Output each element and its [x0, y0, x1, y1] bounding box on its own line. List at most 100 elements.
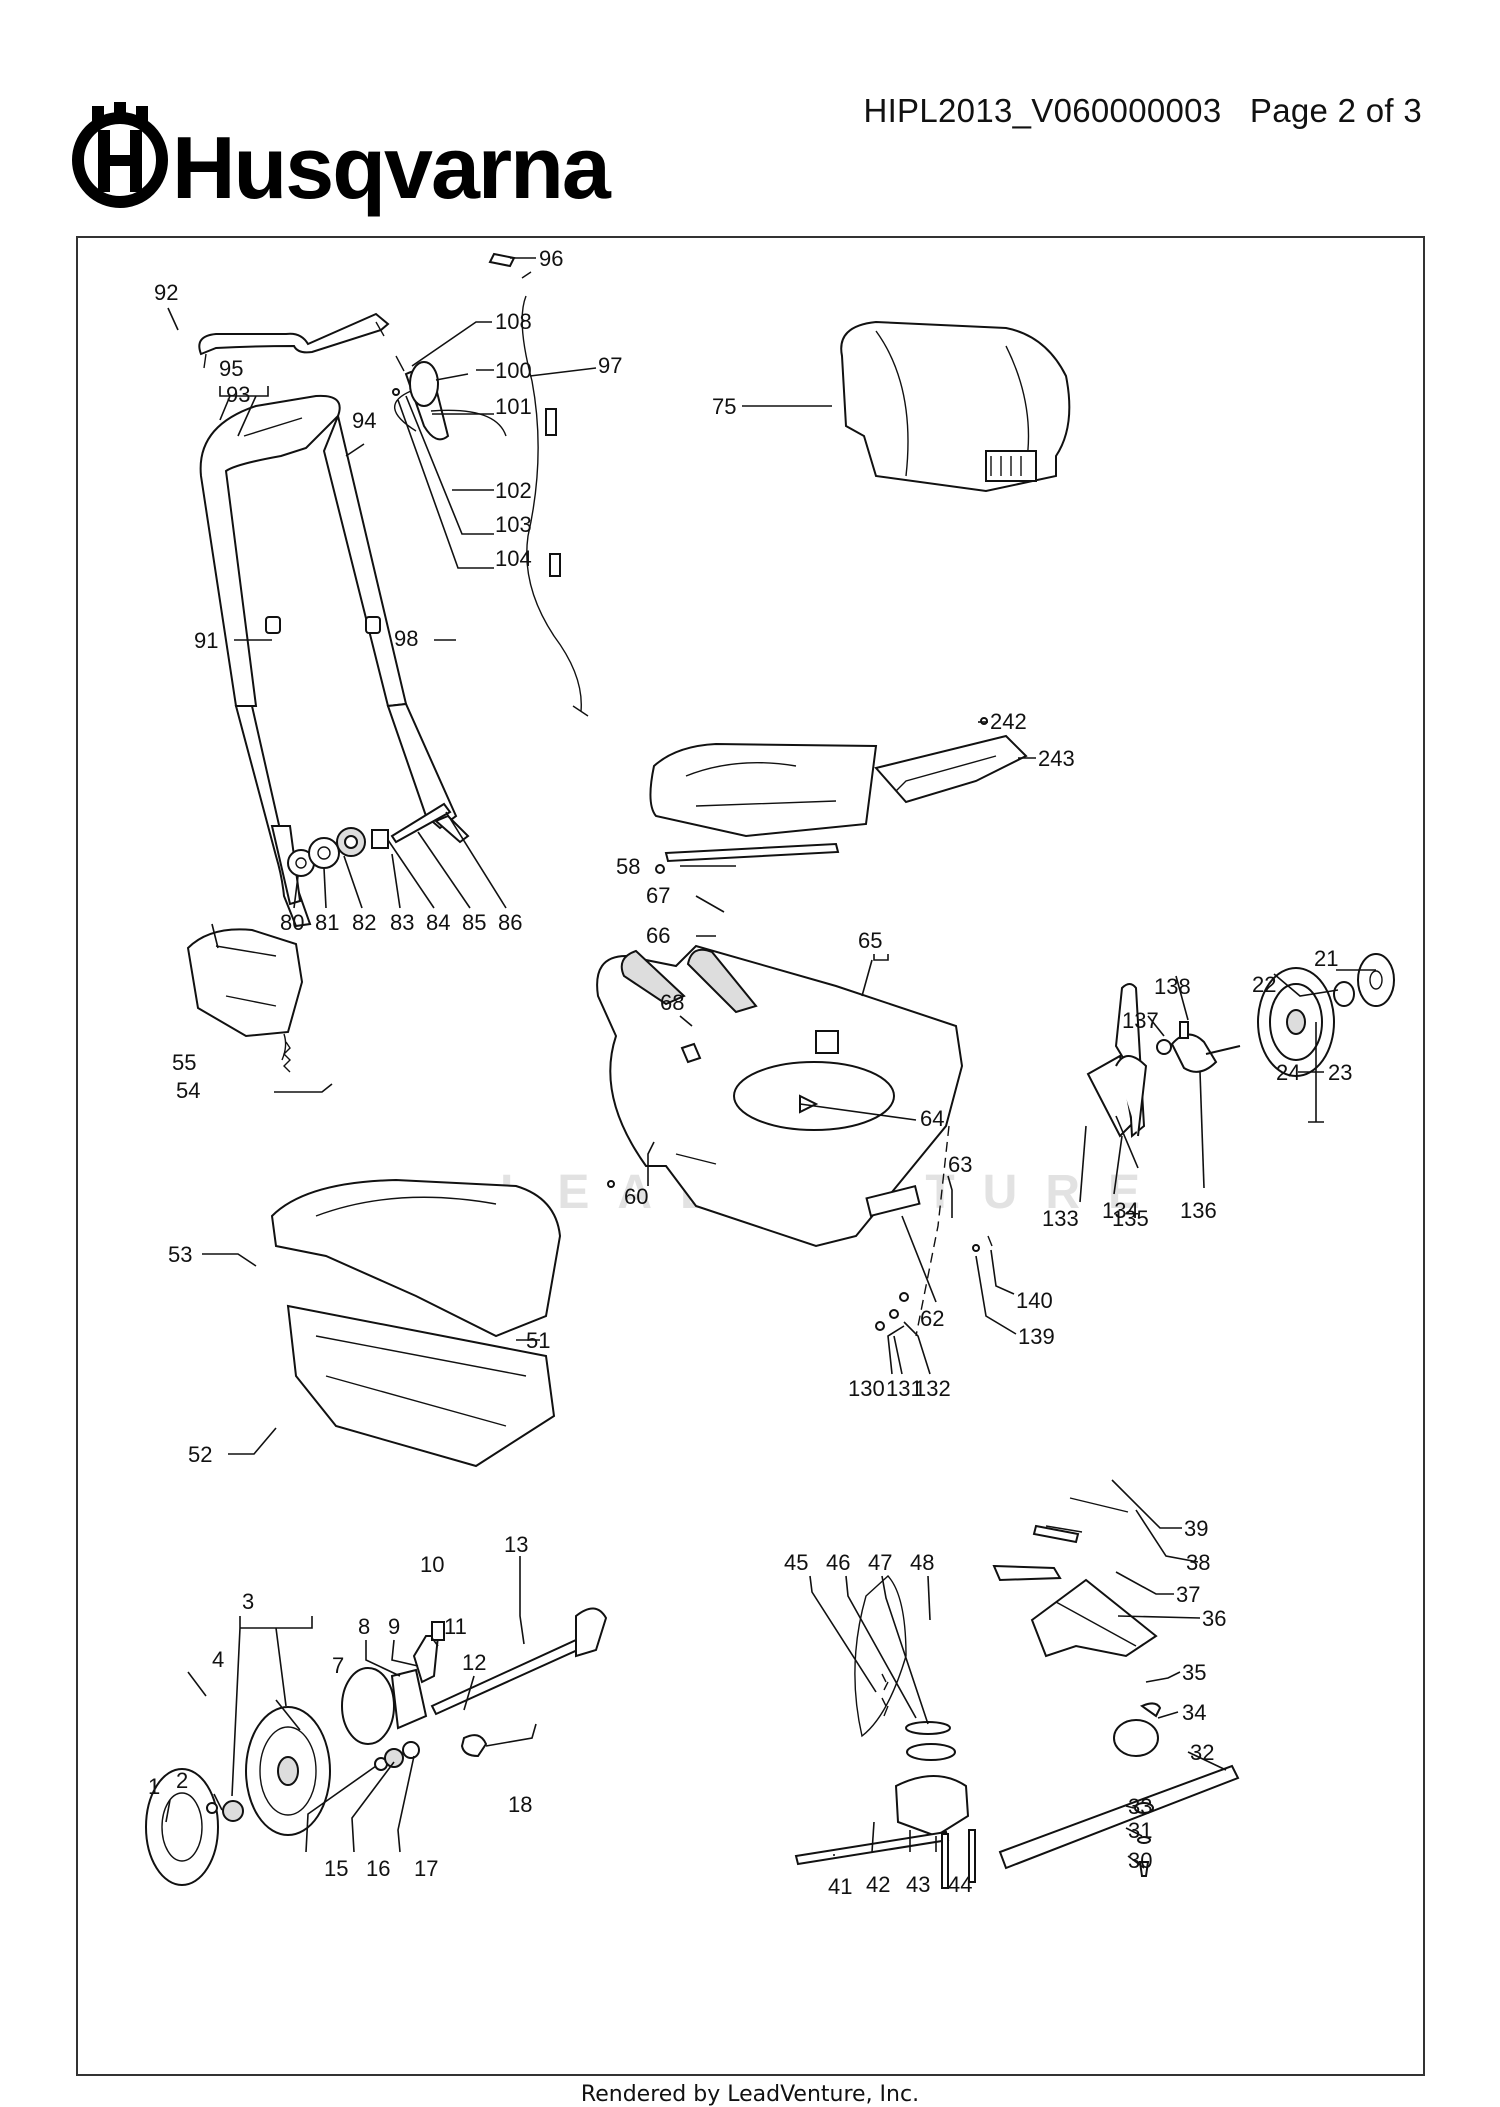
callout: 3 [242, 1589, 254, 1614]
callout: 7 [332, 1653, 344, 1678]
callout: 24 [1276, 1060, 1300, 1085]
callout: 21 [1314, 946, 1338, 971]
rear-wheel-right [1257, 953, 1395, 1077]
rear-flap-and-grass-deflector [649, 717, 1028, 874]
callout: 98 [394, 626, 418, 651]
callout: 83 [390, 910, 414, 935]
callout: 94 [352, 408, 376, 433]
callout: 37 [1176, 1582, 1200, 1607]
callout: 84 [426, 910, 450, 935]
callout: 34 [1182, 1700, 1206, 1725]
callout: 46 [826, 1550, 850, 1575]
callout: 22 [1252, 972, 1276, 997]
callout: 86 [498, 910, 522, 935]
callout: 17 [414, 1856, 438, 1881]
rear-axle-and-wheel-assembly [145, 1607, 608, 1886]
deck-cover-screws [875, 1125, 993, 1337]
callout: 11 [444, 1614, 467, 1639]
callout: 36 [1202, 1606, 1226, 1631]
callout: 2 [176, 1768, 188, 1793]
callout: 131 [886, 1376, 923, 1401]
callout: 75 [712, 394, 736, 419]
callout: 15 [324, 1856, 348, 1881]
handle-assembly [198, 312, 470, 928]
callout: 54 [176, 1078, 200, 1103]
callout: 64 [920, 1106, 944, 1131]
document-id: HIPL2013_V060000003 Page 2 of 3 [863, 92, 1422, 130]
callout: 138 [1154, 974, 1191, 999]
callout: 32 [1190, 1740, 1214, 1765]
callout: 136 [1180, 1198, 1217, 1223]
control-lever-assembly [392, 355, 507, 441]
grass-catcher [270, 1178, 562, 1468]
callout: 242 [990, 709, 1027, 734]
callout: 8 [358, 1614, 370, 1639]
callout: 62 [920, 1306, 944, 1331]
callout: 66 [646, 923, 670, 948]
callout: 23 [1328, 1060, 1352, 1085]
callout: 80 [280, 910, 304, 935]
mulch-plug-and-spring [186, 928, 304, 1073]
callout: 16 [366, 1856, 390, 1881]
callout: 101 [495, 394, 532, 419]
callout: 42 [866, 1872, 890, 1897]
callout: 137 [1122, 1008, 1159, 1033]
callout: 44 [948, 1872, 972, 1897]
exploded-parts-diagram: 96 92 108 97 100 95 93 101 94 75 102 103… [145, 246, 1395, 1899]
callout: 100 [495, 358, 532, 383]
callout: 92 [154, 280, 178, 305]
callout: 4 [212, 1647, 224, 1672]
callout: 55 [172, 1050, 196, 1075]
doc-number: HIPL2013_V060000003 [863, 92, 1222, 129]
callout: 38 [1186, 1550, 1210, 1575]
callout: 133 [1042, 1206, 1079, 1231]
callout: 33 [1128, 1794, 1152, 1819]
handle-bolts-and-washers [287, 802, 452, 877]
engine [840, 320, 1071, 493]
callout: 63 [948, 1152, 972, 1177]
callout: 18 [508, 1792, 532, 1817]
callout: 139 [1018, 1324, 1055, 1349]
callout: 130 [848, 1376, 885, 1401]
husqvarna-logo: Husqvarna [72, 102, 614, 217]
diagram-frame [76, 236, 1425, 2076]
callout-labels: 96 92 108 97 100 95 93 101 94 75 102 103… [148, 246, 1352, 1899]
callout: 132 [914, 1376, 951, 1401]
callout: 48 [910, 1550, 934, 1575]
callout: 95 [219, 356, 243, 381]
page-indicator: Page 2 of 3 [1249, 92, 1422, 129]
callout: 58 [616, 854, 640, 879]
callout: 97 [598, 353, 622, 378]
callout: 134 [1102, 1198, 1139, 1223]
callout: 39 [1184, 1516, 1208, 1541]
callout: 10 [420, 1552, 444, 1577]
callout: 1 [148, 1774, 160, 1799]
callout: 53 [168, 1242, 192, 1267]
callout: 67 [646, 883, 670, 908]
callout: 35 [1182, 1660, 1206, 1685]
callout: 43 [906, 1872, 930, 1897]
callout: 52 [188, 1442, 212, 1467]
callout: 102 [495, 478, 532, 503]
callout: 103 [495, 512, 532, 537]
callout: 30 [1128, 1848, 1152, 1873]
callout: 243 [1038, 746, 1075, 771]
callout: 81 [315, 910, 339, 935]
callout: 85 [462, 910, 486, 935]
callout: 135 [1112, 1206, 1149, 1231]
callout: 65 [858, 928, 882, 953]
brand-name: Husqvarna [172, 118, 612, 217]
footer-credit: Rendered by LeadVenture, Inc. [580, 2082, 920, 2107]
throttle-cable [488, 252, 589, 717]
callout: 140 [1016, 1288, 1053, 1313]
crown-h-emblem-icon [72, 102, 168, 208]
callout: 82 [352, 910, 376, 935]
callout: 104 [495, 546, 532, 571]
callout: 13 [504, 1532, 528, 1557]
height-adjuster-assembly [1086, 983, 1241, 1139]
leader-lines [165, 257, 1376, 1869]
callout: 41 [828, 1874, 852, 1899]
mower-deck [596, 944, 964, 1248]
callout: 9 [388, 1614, 400, 1639]
callout: 31 [1128, 1818, 1152, 1843]
